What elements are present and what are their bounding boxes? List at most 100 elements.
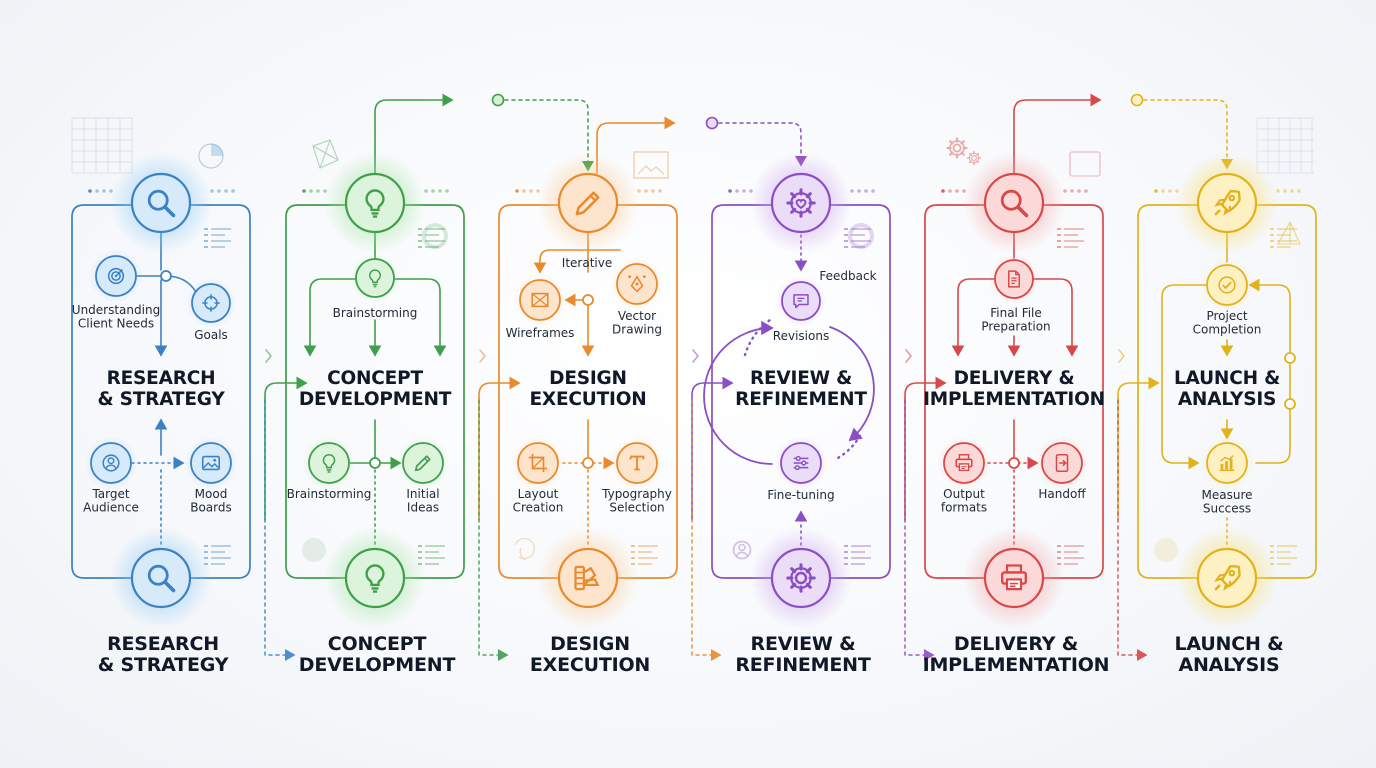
node-circle (308, 442, 350, 484)
loop-arrow (1013, 93, 1102, 174)
stage-frame-right (190, 204, 251, 579)
team-icon (732, 540, 752, 560)
pie-chart-icon (198, 143, 224, 169)
node-circle (344, 172, 406, 234)
node-circle (557, 172, 619, 234)
list-accent (1277, 240, 1297, 242)
node-circle (130, 172, 192, 234)
list-accent (1057, 234, 1061, 236)
stage-chevron (265, 349, 272, 363)
stage-bottom-title-line: DEVELOPMENT (299, 654, 456, 676)
list-accent (211, 551, 225, 553)
stage-bottom-title-line: REVIEW & (751, 633, 856, 655)
stage-frame-left (711, 204, 772, 579)
list-accent (1064, 545, 1084, 547)
list-accent (631, 551, 635, 553)
stage-bottom-title: REVIEW &REFINEMENT (735, 633, 871, 676)
list-accent (638, 557, 658, 559)
review-loop-arc (829, 326, 875, 442)
stage-frame-left (924, 204, 985, 579)
stage-frame-right (404, 204, 465, 579)
accent-dot (871, 189, 875, 193)
node-revisions (775, 275, 827, 327)
label-iterative: Iterative (562, 256, 612, 270)
loop-arrow-dashed (718, 122, 807, 167)
review-loop-dashed (836, 434, 862, 460)
stage-bottom-node (537, 527, 639, 629)
list-accent (844, 228, 848, 230)
node-vector-drawing (610, 257, 664, 311)
label-client-needs-line: Understanding (72, 303, 160, 317)
stage-bottom-title-line: DESIGN (550, 633, 630, 655)
list-accent (211, 563, 225, 565)
node-initial-ideas (396, 436, 450, 490)
refresh-icon (514, 537, 535, 561)
accent-dot (857, 189, 861, 193)
list-accent (211, 557, 231, 559)
stage-bottom-title-line: LAUNCH & (1175, 633, 1284, 655)
accent-dot (302, 189, 306, 193)
label-goals: Goals (194, 328, 228, 342)
accent-dot (728, 189, 732, 193)
list-accent (1270, 246, 1274, 248)
node-typography-selection (610, 436, 664, 490)
flow-arrow (904, 376, 947, 521)
list-accent (844, 545, 848, 547)
list-accent (851, 246, 865, 248)
list-accent (418, 228, 422, 230)
stage-title-line: DEVELOPMENT (299, 389, 452, 410)
stage-bottom-title-line: EXECUTION (530, 654, 650, 676)
stage-bottom-title-line: & STRATEGY (98, 654, 229, 676)
label-typography-selection-line: Typography (601, 487, 672, 501)
accent-dot (1290, 189, 1294, 193)
list-accent (425, 228, 445, 230)
list-accent (851, 240, 871, 242)
stage-title-line: & STRATEGY (97, 389, 225, 410)
donut-icon (848, 223, 874, 249)
stage-chevron (905, 349, 912, 363)
list-accent (1064, 240, 1084, 242)
list-accent (638, 563, 652, 565)
list-accent (1057, 246, 1061, 248)
stage-title-line: DELIVERY & (954, 368, 1075, 389)
loop-arrow-dashed (504, 99, 594, 172)
label-target-audience-line: Audience (83, 501, 139, 515)
stage-bottom-title-line: REFINEMENT (735, 654, 871, 676)
list-accent (211, 240, 231, 242)
stage-title-line: RESEARCH (107, 368, 216, 389)
label-brainstorming-top: Brainstorming (333, 306, 418, 320)
node-circle (190, 442, 232, 484)
node-target-audience (84, 436, 138, 490)
label-initial-ideas-line: Initial (406, 487, 439, 501)
stage-bottom-title-line: CONCEPT (328, 633, 427, 655)
label-handoff-line: Handoff (1038, 487, 1086, 501)
stage-title: DELIVERY &IMPLEMENTATION (923, 368, 1105, 410)
accent-dot (1084, 189, 1088, 193)
label-vector-drawing-line: Drawing (612, 323, 662, 337)
list-accent (425, 551, 439, 553)
label-output-formats-line: formats (941, 501, 987, 515)
list-accent (1064, 557, 1084, 559)
list-accent (204, 551, 208, 553)
list-accent (425, 557, 445, 559)
accent-dot (529, 189, 533, 193)
accent-dot (1077, 189, 1081, 193)
list-accent (844, 246, 848, 248)
list-accent (1064, 563, 1078, 565)
flow-arrow (691, 376, 734, 521)
node-final-file-prep (988, 253, 1040, 305)
label-target-audience-line: Target (91, 487, 129, 501)
stage-chevron (1118, 349, 1125, 363)
connector-line (1248, 278, 1291, 464)
list-accent (1277, 246, 1291, 248)
accent-dot (231, 189, 235, 193)
connector-dot (1130, 93, 1144, 107)
accent-dot (1070, 189, 1074, 193)
flow-arrow (478, 376, 521, 521)
list-accent (1064, 228, 1084, 230)
